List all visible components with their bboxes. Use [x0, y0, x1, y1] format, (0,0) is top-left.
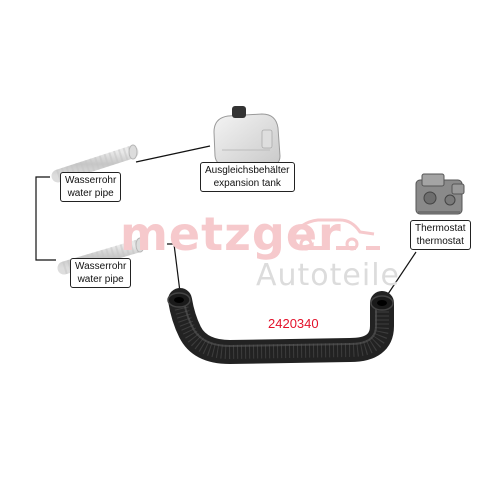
connector-lines [35, 145, 417, 301]
expansion-tank-label-en: expansion tank [213, 178, 281, 189]
water-pipe-top-label-de: Wasserrohr [65, 175, 117, 186]
thermostat-icon [415, 173, 465, 215]
water-pipe-top-label: Wasserrohr water pipe [60, 172, 122, 202]
watermark-sub: Autoteile [256, 258, 400, 293]
water-pipe-bottom-label-de: Wasserrohr [75, 261, 127, 272]
watermark-dash-3 [366, 246, 380, 250]
coolant-hose-icon [167, 288, 394, 364]
water-pipe-top-label-en: water pipe [67, 188, 114, 199]
watermark-brand: metzger [120, 207, 342, 261]
thermostat-label-de: Thermostat [415, 223, 466, 234]
water-pipe-bottom-label-en: water pipe [77, 274, 124, 285]
part-number: 2420340 [268, 316, 319, 331]
expansion-tank-icon [213, 106, 281, 167]
thermostat-label-en: thermostat [416, 236, 464, 247]
expansion-tank-label-de: Ausgleichsbehälter [205, 165, 290, 176]
watermark-dash-2 [336, 246, 356, 250]
watermark-dash-1 [306, 246, 326, 250]
water-pipe-bottom-label: Wasserrohr water pipe [70, 258, 132, 288]
expansion-tank-label: Ausgleichsbehälter expansion tank [200, 162, 295, 192]
thermostat-label: Thermostat thermostat [410, 220, 471, 250]
